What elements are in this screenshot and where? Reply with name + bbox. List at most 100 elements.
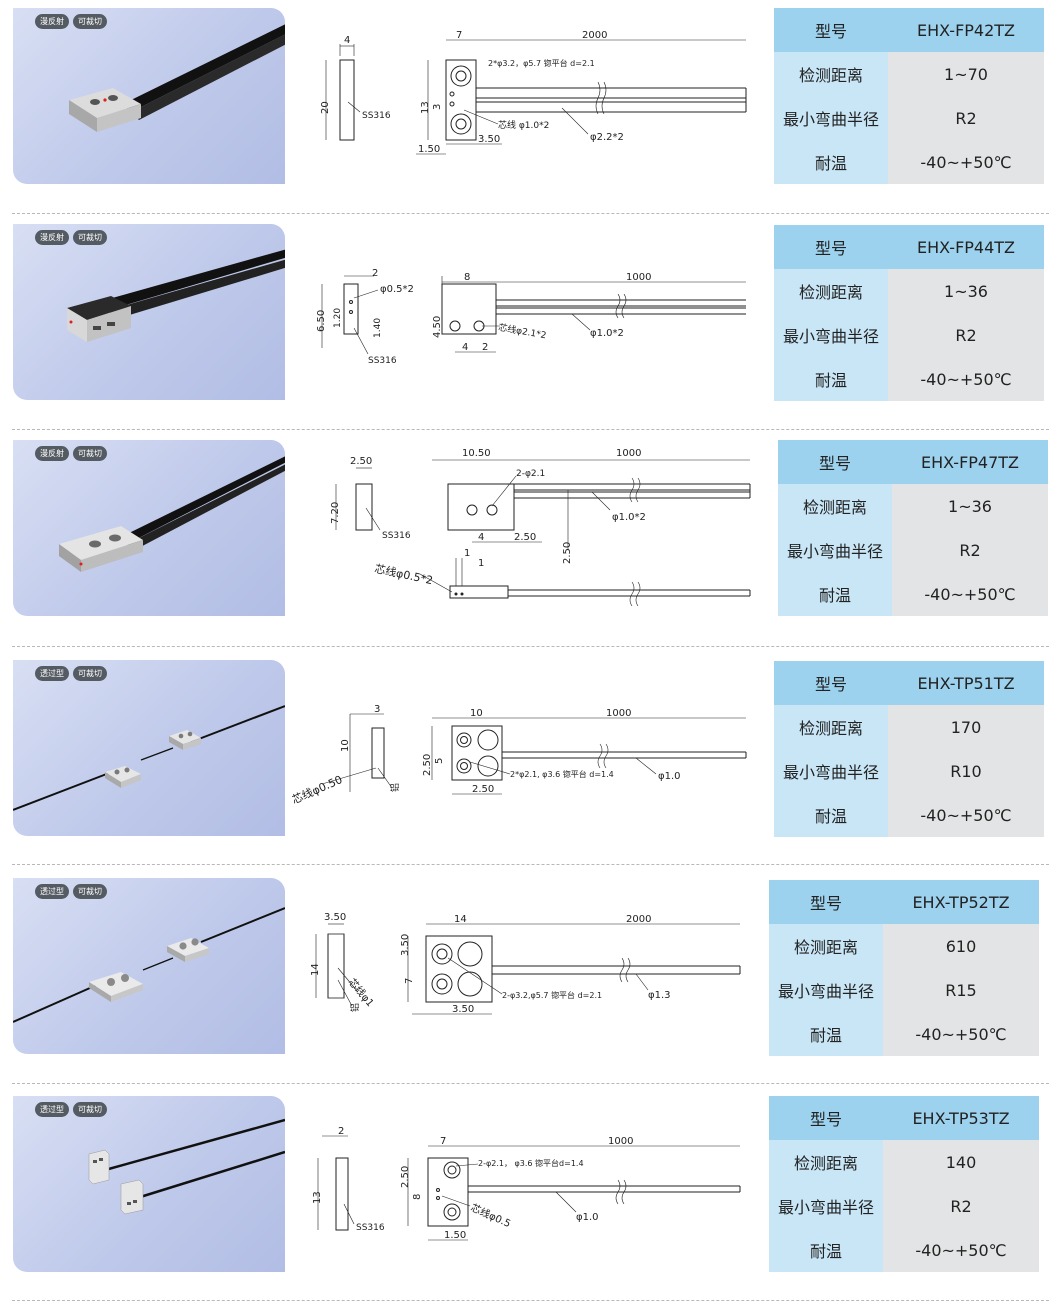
- row-divider: [12, 646, 1049, 647]
- spec-value: -40~+50℃: [892, 572, 1048, 616]
- row-divider: [12, 213, 1049, 214]
- dimension-drawing: 2 13 SS316 7 1000 2-φ2.1， φ3.6 锪平台d=1.4 …: [292, 1124, 762, 1244]
- tag: 可裁切: [73, 1102, 107, 1117]
- dim-label: 2: [338, 1126, 344, 1137]
- dim-label: 13: [420, 101, 431, 114]
- dim-label: 5: [434, 758, 445, 764]
- row-divider: [12, 429, 1049, 430]
- dim-label: 2*φ2.1, φ3.6 锪平台 d=1.4: [510, 769, 614, 779]
- spec-label: 检测距离: [778, 484, 892, 528]
- dimension-drawing: 2 φ0.5*2 6.50 1.20 1.40 SS316 8 1000 4.5…: [292, 262, 762, 372]
- dim-label: 4: [344, 35, 350, 46]
- dim-label: φ0.5*2: [380, 284, 414, 295]
- tag: 可裁切: [73, 230, 107, 245]
- spec-value: EHX-FP42TZ: [888, 8, 1044, 52]
- spec-value: EHX-FP47TZ: [892, 440, 1048, 484]
- spec-value: R2: [892, 528, 1048, 572]
- product-photo: 漫反射 可裁切: [13, 8, 285, 184]
- dim-label: 2.50: [514, 532, 536, 543]
- dim-label: 芯线φ0.5*2: [373, 561, 434, 587]
- dim-label: φ1.0: [658, 771, 681, 782]
- tag-group: 透过型 可裁切: [35, 666, 107, 681]
- tag: 透过型: [35, 884, 69, 899]
- tag-group: 漫反射 可裁切: [35, 446, 107, 461]
- product-photo: 透过型 可裁切: [13, 1096, 285, 1272]
- spec-value: R10: [888, 749, 1044, 793]
- spec-value: R15: [883, 968, 1039, 1012]
- spec-label: 最小弯曲半径: [774, 96, 888, 140]
- spec-value: 1~36: [888, 269, 1044, 313]
- dim-label: 1.50: [418, 144, 440, 155]
- dim-label: 8: [464, 272, 470, 283]
- spec-label: 检测距离: [774, 269, 888, 313]
- dim-label: 3.50: [452, 1004, 474, 1015]
- dim-label: 1000: [626, 272, 651, 283]
- tag: 漫反射: [35, 230, 69, 245]
- dim-label: 芯线 φ1.0*2: [498, 119, 549, 131]
- dim-label: SS316: [362, 111, 391, 121]
- dim-label: 2: [372, 268, 378, 279]
- dim-label: 2-φ3.2,φ5.7 锪平台 d=2.1: [502, 990, 602, 1000]
- dim-label: 3.50: [400, 934, 411, 956]
- dim-label: SS316: [382, 531, 411, 541]
- spec-label: 耐温: [774, 357, 888, 401]
- dim-label: 芯线φ0.50: [292, 772, 344, 807]
- spec-label: 检测距离: [774, 705, 888, 749]
- dim-label: 2000: [582, 30, 607, 41]
- tag-group: 透过型 可裁切: [35, 1102, 107, 1117]
- row-divider: [12, 1300, 1049, 1301]
- tag: 可裁切: [73, 14, 107, 29]
- product-photo: 透过型 可裁切: [13, 660, 285, 836]
- sensor-illustration: [59, 456, 285, 572]
- spec-label: 型号: [769, 880, 883, 924]
- spec-value: R2: [888, 313, 1044, 357]
- dim-label: 4: [478, 532, 484, 543]
- dim-label: 2-φ2.1: [516, 469, 545, 479]
- dim-label: 10: [340, 739, 351, 752]
- dim-label: 7: [440, 1136, 446, 1147]
- dim-label: 1000: [606, 708, 631, 719]
- tag: 可裁切: [73, 884, 107, 899]
- dim-label: 2.50: [472, 784, 494, 795]
- tag: 漫反射: [35, 446, 69, 461]
- dim-label: 4: [462, 342, 468, 353]
- dim-label: 2*φ3.2，φ5.7 锪平台 d=2.1: [488, 58, 595, 68]
- dim-label: 3.50: [478, 134, 500, 145]
- dim-label: 7: [404, 978, 415, 984]
- dim-label: 20: [320, 101, 331, 114]
- dim-label: SS316: [356, 1223, 385, 1233]
- spec-label: 最小弯曲半径: [769, 968, 883, 1012]
- dim-label: 1.40: [373, 318, 383, 338]
- dim-label: 铝: [349, 1003, 361, 1012]
- dim-label: 铝: [389, 783, 401, 792]
- sensor-illustration: [13, 705, 285, 811]
- dim-label: 14: [454, 914, 467, 925]
- dim-label: 3: [432, 104, 443, 110]
- dim-label: 14: [310, 963, 321, 976]
- dim-label: 8: [412, 1194, 423, 1200]
- spec-label: 耐温: [774, 793, 888, 837]
- sensor-illustration: [88, 1118, 285, 1215]
- dim-label: 2.50: [422, 754, 433, 776]
- dim-label: 7.20: [330, 502, 341, 524]
- tag: 可裁切: [73, 666, 107, 681]
- spec-label: 最小弯曲半径: [774, 313, 888, 357]
- dim-label: 1000: [616, 448, 641, 459]
- tag-group: 漫反射 可裁切: [35, 14, 107, 29]
- spec-label: 检测距离: [774, 52, 888, 96]
- spec-value: -40~+50℃: [888, 793, 1044, 837]
- dim-label: 2.50: [400, 1166, 411, 1188]
- row-divider: [12, 1083, 1049, 1084]
- sensor-illustration: [13, 907, 285, 1023]
- dim-label: 1.50: [444, 1230, 466, 1241]
- dim-label: 2000: [626, 914, 651, 925]
- spec-label: 耐温: [774, 140, 888, 184]
- spec-label: 最小弯曲半径: [778, 528, 892, 572]
- spec-label: 检测距离: [769, 1140, 883, 1184]
- spec-value: 1~36: [892, 484, 1048, 528]
- dim-label: 2.50: [562, 542, 573, 564]
- spec-value: 140: [883, 1140, 1039, 1184]
